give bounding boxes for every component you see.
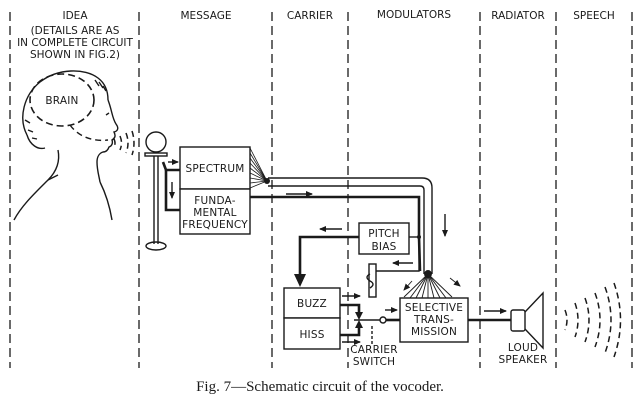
pitch-bias-label-2: BIAS (372, 241, 397, 253)
spectrum-cable (268, 177, 448, 274)
buzz-box (283, 287, 341, 319)
selective-transmission-box (399, 297, 469, 343)
loud-speaker: LOUD SPEAKER (498, 291, 547, 366)
speaker-label-1: LOUD (508, 342, 538, 354)
pitch-bias-label-1: PITCH (368, 228, 399, 240)
microphone-base (145, 241, 167, 251)
hair-outline (22, 70, 109, 136)
header-idea-note-1: (DETAILS ARE AS (31, 25, 120, 37)
speaker-cone (524, 291, 544, 350)
header-message: MESSAGE (181, 10, 232, 22)
selective-transmission-block: SELECTIVE TRANS- MISSION (399, 297, 512, 343)
speech-waves (564, 282, 622, 358)
analyzer-block: SPECTRUM FUNDA- MENTAL FREQUENCY (179, 146, 270, 235)
modulator-fan (403, 270, 461, 299)
fundamental-frequency-box (179, 188, 251, 235)
selective-label-2: TRANS- (413, 314, 454, 326)
spectrum-fan-lines (249, 147, 268, 189)
header-speech: SPEECH (573, 10, 615, 22)
header-idea-note-3: SHOWN IN FIG.2) (30, 49, 120, 61)
microphone-head (145, 131, 167, 153)
header-modulators: MODULATORS (377, 9, 452, 21)
header-carrier: CARRIER (287, 10, 333, 22)
face-profile (96, 99, 119, 183)
hiss-box (283, 317, 341, 350)
brain-label: BRAIN (45, 95, 78, 107)
carrier-switch[interactable]: CARRIER SWITCH (350, 307, 400, 368)
section-headers: IDEA (DETAILS ARE AS IN COMPLETE CIRCUIT… (17, 9, 615, 61)
selective-label-3: MISSION (411, 326, 457, 338)
switch-contact[interactable] (379, 316, 387, 324)
speaker-magnet (510, 309, 526, 332)
fundamental-label-1: FUNDA- (194, 195, 235, 207)
fundamental-label-2: MENTAL (193, 207, 236, 219)
header-idea-note-2: IN COMPLETE CIRCUIT (17, 37, 133, 49)
selective-label-1: SELECTIVE (405, 302, 463, 314)
pitch-bias-block: PITCH BIAS (294, 222, 421, 298)
header-radiator: RADIATOR (491, 10, 545, 22)
spectrum-box (179, 146, 251, 190)
carrier-switch-label-2: SWITCH (353, 356, 395, 368)
hiss-label: HISS (299, 329, 324, 341)
buzz-label: BUZZ (297, 298, 327, 310)
spectrum-label: SPECTRUM (185, 163, 244, 175)
header-idea: IDEA (63, 10, 89, 22)
figure-caption: Fig. 7—Schematic circuit of the vocoder. (196, 379, 444, 395)
carrier-switch-label-1: CARRIER (350, 344, 398, 356)
speaker-label-2: SPEAKER (498, 354, 547, 366)
human-head-figure: BRAIN (13, 70, 135, 221)
pitch-bias-box (358, 222, 410, 255)
fundamental-label-3: FREQUENCY (182, 219, 248, 231)
microphone (144, 131, 180, 251)
section-dividers (9, 12, 633, 368)
brain-outline (29, 73, 95, 127)
arrow-to-buzz (294, 274, 306, 287)
carrier-sources: BUZZ HISS (283, 287, 363, 350)
